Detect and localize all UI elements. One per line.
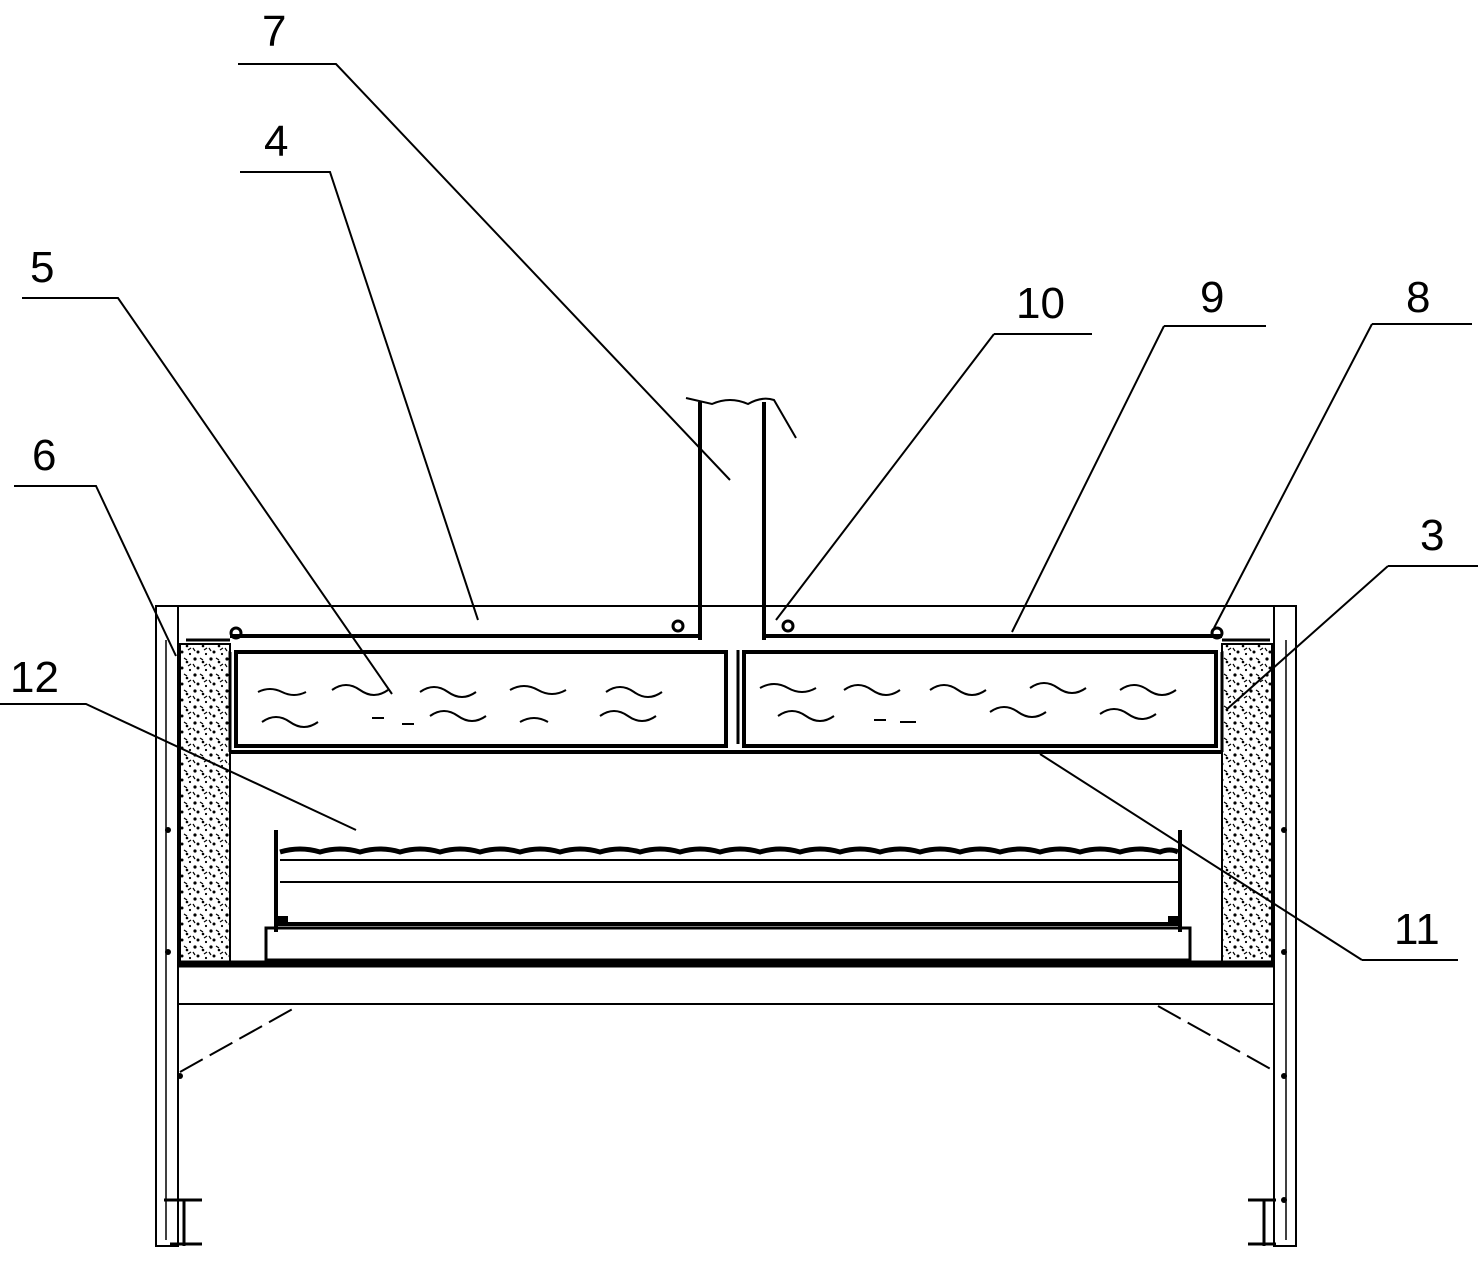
callout-12: 12 bbox=[10, 653, 59, 702]
outer-frame bbox=[155, 605, 1297, 1247]
callout-7: 7 bbox=[262, 7, 286, 56]
callout-3: 3 bbox=[1420, 511, 1444, 560]
leader-lines bbox=[0, 63, 1478, 961]
water-tanks bbox=[228, 650, 1224, 754]
top-cover-plate bbox=[186, 619, 1270, 642]
callout-4: 4 bbox=[264, 117, 288, 166]
gravel-insulation bbox=[179, 643, 1273, 963]
callout-8: 8 bbox=[1406, 273, 1430, 322]
callout-11: 11 bbox=[1394, 905, 1440, 954]
callout-labels: 7 4 5 10 9 8 6 3 12 11 bbox=[10, 7, 1444, 954]
callout-5: 5 bbox=[30, 243, 54, 292]
base-platform bbox=[178, 960, 1277, 1073]
central-pipe bbox=[685, 397, 797, 744]
growing-tray bbox=[264, 830, 1192, 962]
callout-6: 6 bbox=[32, 431, 56, 480]
callout-9: 9 bbox=[1200, 273, 1224, 322]
callout-10: 10 bbox=[1016, 279, 1065, 328]
